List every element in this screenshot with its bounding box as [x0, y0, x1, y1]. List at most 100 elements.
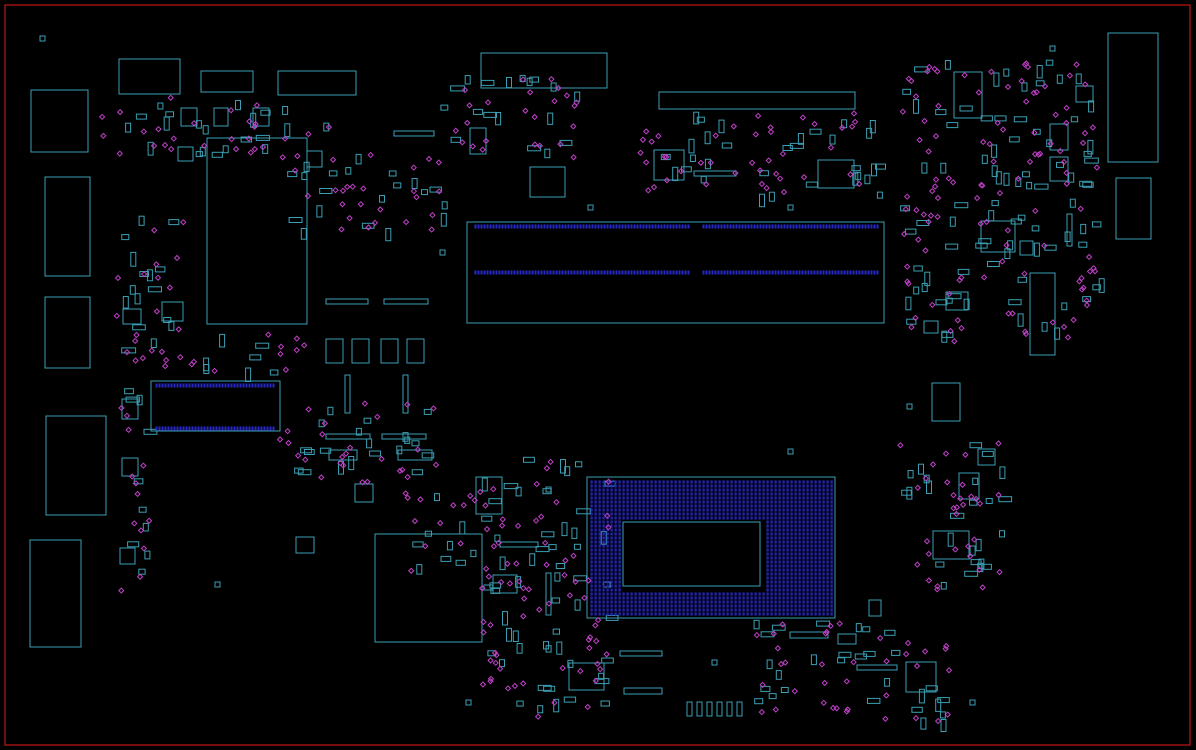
fiducial[interactable] — [587, 204, 594, 211]
pin[interactable] — [645, 270, 648, 275]
smd-part[interactable] — [282, 106, 289, 115]
bga-ball[interactable] — [722, 484, 725, 488]
bga-ball[interactable] — [634, 500, 637, 504]
bga-ball[interactable] — [642, 516, 645, 520]
bga-ball[interactable] — [626, 488, 629, 492]
bga-ball[interactable] — [802, 512, 805, 516]
bga-ball[interactable] — [618, 604, 621, 608]
bga-ball[interactable] — [742, 508, 745, 512]
bga-ball[interactable] — [598, 592, 601, 596]
smd-part[interactable] — [862, 626, 871, 633]
bga-ball[interactable] — [718, 500, 721, 504]
bga-ball[interactable] — [602, 612, 605, 616]
smd-part[interactable] — [1033, 128, 1041, 135]
smd-part[interactable] — [999, 466, 1006, 479]
bga-ball[interactable] — [818, 544, 821, 548]
pin[interactable] — [576, 224, 579, 229]
smd-part[interactable] — [766, 659, 773, 670]
bga-ball[interactable] — [802, 560, 805, 564]
bga-ball[interactable] — [614, 580, 617, 584]
pin[interactable] — [738, 270, 741, 275]
via[interactable] — [882, 715, 889, 723]
bga-ball[interactable] — [758, 488, 761, 492]
bga-ball[interactable] — [694, 512, 697, 516]
bga-ball[interactable] — [758, 508, 761, 512]
pin[interactable] — [825, 224, 828, 229]
pin[interactable] — [687, 270, 690, 275]
ic[interactable] — [958, 472, 980, 500]
bga-ball[interactable] — [702, 496, 705, 500]
bga-ball[interactable] — [786, 540, 789, 544]
smd-part[interactable] — [523, 456, 535, 463]
pin[interactable] — [534, 224, 537, 229]
smd-part[interactable] — [941, 331, 954, 338]
bga-ball[interactable] — [790, 544, 793, 548]
via[interactable] — [603, 651, 610, 658]
via[interactable] — [944, 479, 951, 486]
bga-ball[interactable] — [618, 536, 621, 540]
bga-ball[interactable] — [646, 504, 649, 508]
bga-ball[interactable] — [646, 612, 649, 616]
pin[interactable] — [245, 383, 248, 388]
via[interactable] — [201, 142, 208, 149]
smd-part[interactable] — [829, 134, 836, 145]
bga-ball[interactable] — [794, 604, 797, 608]
via[interactable] — [774, 645, 782, 652]
bga-ball[interactable] — [610, 556, 613, 560]
bga-ball[interactable] — [750, 484, 753, 488]
bga-ball[interactable] — [662, 480, 665, 484]
bga-ball[interactable] — [718, 508, 721, 512]
bga-ball[interactable] — [790, 568, 793, 572]
pin[interactable] — [657, 224, 660, 229]
bga-ball[interactable] — [778, 584, 781, 588]
bga-ball[interactable] — [638, 512, 641, 516]
smd-part[interactable] — [133, 478, 144, 485]
bga-ball[interactable] — [734, 516, 737, 520]
bga-ball[interactable] — [818, 548, 821, 552]
bga-ball[interactable] — [610, 572, 613, 576]
bga-ball[interactable] — [606, 572, 609, 576]
smd-part[interactable] — [411, 178, 418, 189]
via[interactable] — [663, 177, 671, 184]
pin[interactable] — [492, 270, 495, 275]
via[interactable] — [1060, 158, 1068, 166]
bga-ball[interactable] — [594, 516, 597, 520]
bga-ball[interactable] — [662, 600, 665, 604]
pin[interactable] — [212, 426, 215, 431]
via[interactable] — [931, 65, 938, 73]
via[interactable] — [767, 124, 774, 131]
bga-ball[interactable] — [802, 612, 805, 616]
via[interactable] — [1005, 310, 1012, 317]
bga-ball[interactable] — [794, 504, 797, 508]
bga-ball[interactable] — [794, 564, 797, 568]
bga-ball[interactable] — [690, 500, 693, 504]
via[interactable] — [593, 637, 600, 645]
bga-ball[interactable] — [654, 484, 657, 488]
smd-part[interactable] — [1046, 139, 1053, 148]
via[interactable] — [770, 630, 777, 637]
ic[interactable] — [1049, 156, 1069, 182]
bga-ball[interactable] — [610, 512, 613, 516]
via[interactable] — [1083, 297, 1090, 304]
bga-ball[interactable] — [638, 612, 641, 616]
pin[interactable] — [519, 270, 522, 275]
bga-ball[interactable] — [782, 496, 785, 500]
bga-ball[interactable] — [730, 612, 733, 616]
bga-ball[interactable] — [602, 560, 605, 564]
via[interactable] — [1004, 227, 1012, 234]
smd-part[interactable] — [884, 678, 891, 687]
bga-ball[interactable] — [654, 600, 657, 604]
bga-ball[interactable] — [794, 540, 797, 544]
bga-ball[interactable] — [770, 568, 773, 572]
bga-ball[interactable] — [794, 508, 797, 512]
bga-ball[interactable] — [678, 488, 681, 492]
ic[interactable] — [931, 382, 961, 422]
via[interactable] — [504, 560, 511, 567]
bga-ball[interactable] — [758, 592, 761, 596]
pin[interactable] — [654, 270, 657, 275]
bga-ball[interactable] — [822, 568, 825, 572]
bga-ball[interactable] — [818, 524, 821, 528]
bga-ball[interactable] — [666, 500, 669, 504]
bga-ball[interactable] — [778, 488, 781, 492]
bga-ball[interactable] — [818, 540, 821, 544]
